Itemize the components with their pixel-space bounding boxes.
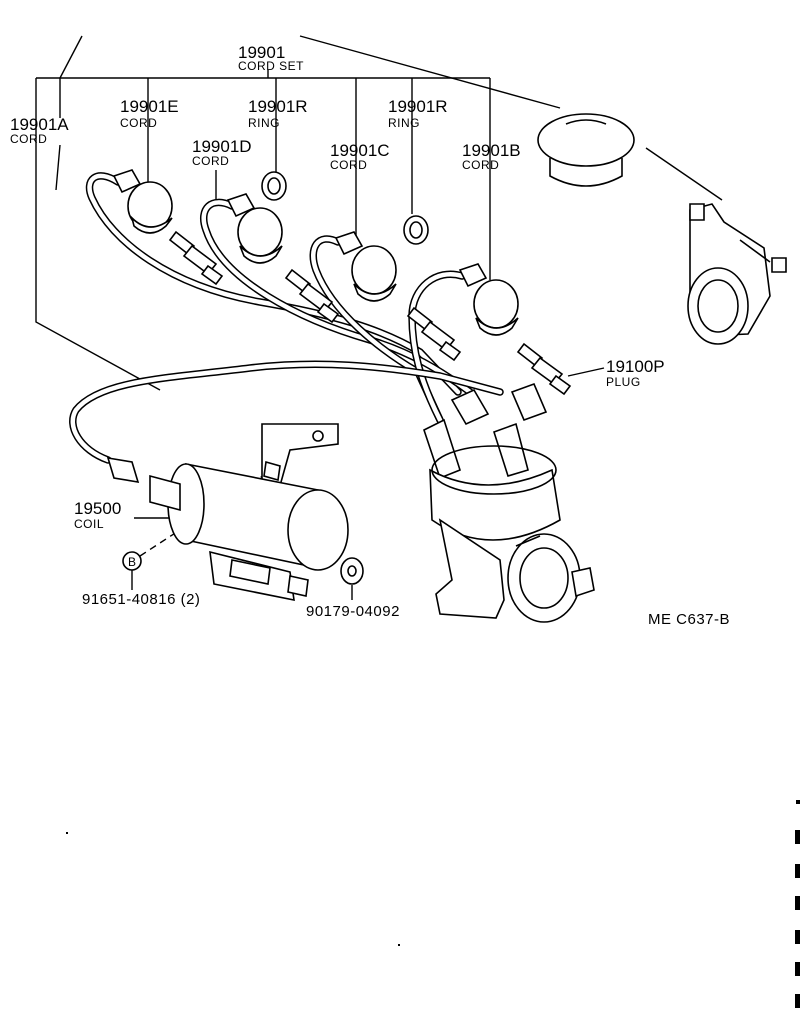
- spark-plug-4: [516, 342, 572, 396]
- cord-a-number: 19901A: [10, 115, 69, 134]
- cord-b-number: 19901B: [462, 141, 521, 160]
- spark-plug-3: [406, 306, 462, 362]
- ring-2-number: 19901R: [388, 97, 448, 116]
- plug-boots: [112, 169, 519, 336]
- bolt-number: 91651-40816 (2): [82, 591, 200, 608]
- boot-d: [226, 193, 283, 264]
- ring-2-name: RING: [388, 116, 420, 130]
- ring-1-name: RING: [248, 116, 280, 130]
- plug-number: 19100P: [606, 357, 665, 376]
- labels: 19901 CORD SET 19901A CORD 19901E CORD 1…: [10, 43, 730, 628]
- ring-2: [403, 215, 429, 245]
- cord-set-name: CORD SET: [238, 59, 304, 73]
- distributor: [423, 382, 595, 623]
- boot-e: [112, 169, 173, 234]
- ring-1-number: 19901R: [248, 97, 308, 116]
- spark-plug-2: [284, 268, 340, 324]
- spark-plug-1: [168, 230, 224, 286]
- nut: [340, 557, 364, 585]
- water-outlet: [687, 203, 787, 345]
- bolt-marker: B: [122, 551, 142, 571]
- boot-c: [334, 231, 397, 302]
- cord-a-name: CORD: [10, 132, 47, 146]
- coil-number: 19500: [74, 499, 121, 518]
- plug-name: PLUG: [606, 375, 641, 389]
- figure-code: ME C637-B: [648, 611, 730, 628]
- cord-set-number: 19901: [238, 43, 285, 62]
- cord-b-name: CORD: [462, 158, 499, 172]
- coil-name: COIL: [74, 517, 104, 531]
- cord-e-number: 19901E: [120, 97, 179, 116]
- scan-specks: [66, 800, 800, 1008]
- boot-b: [458, 263, 519, 336]
- ignition-coil: [106, 423, 349, 602]
- cord-d-number: 19901D: [192, 137, 252, 156]
- cord-e-name: CORD: [120, 116, 157, 130]
- cord-c-name: CORD: [330, 158, 367, 172]
- cord-d-name: CORD: [192, 154, 229, 168]
- nut-number: 90179-04092: [306, 603, 400, 620]
- spark-plugs: [168, 230, 572, 396]
- rings: [261, 171, 429, 245]
- cord-c-number: 19901C: [330, 141, 390, 160]
- ring-1: [261, 171, 287, 201]
- radiator-cap: [537, 113, 635, 187]
- bolt-marker-letter: B: [128, 555, 136, 569]
